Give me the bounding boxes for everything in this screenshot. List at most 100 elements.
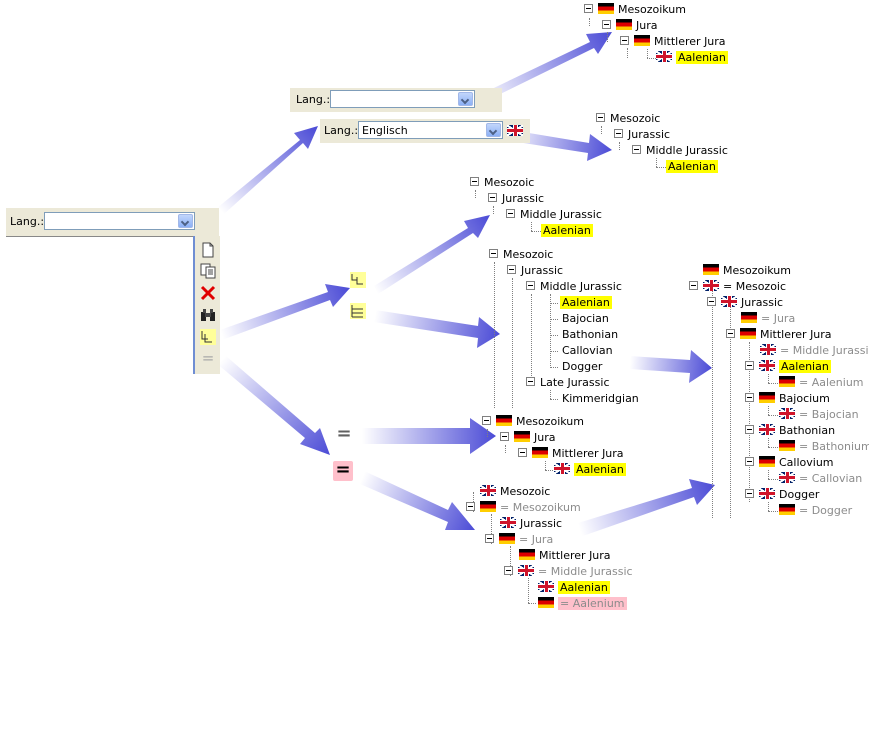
binoculars-find-icon[interactable]: [200, 307, 216, 323]
collapse-icon[interactable]: [489, 249, 498, 258]
tree-node[interactable]: Mittlerer Jura: [518, 447, 624, 461]
collapse-icon[interactable]: [584, 4, 593, 13]
collapse-icon[interactable]: [632, 145, 641, 154]
tree-node[interactable]: Aalenian: [560, 296, 612, 310]
tree-node[interactable]: Mesozoikum: [703, 264, 791, 278]
collapse-icon[interactable]: [504, 566, 513, 575]
node-label: Middle Jurassic: [646, 144, 728, 157]
collapse-icon[interactable]: [485, 534, 494, 543]
tree-node[interactable]: Kimmeridgian: [562, 392, 639, 406]
collapse-icon[interactable]: [602, 20, 611, 29]
collapse-icon[interactable]: [482, 416, 491, 425]
chevron-down-icon[interactable]: [178, 214, 193, 228]
node-label-highlighted: Aalenian: [666, 160, 718, 173]
tree-node[interactable]: Jura: [500, 431, 555, 445]
delete-icon[interactable]: [200, 285, 216, 301]
tree-node[interactable]: Dogger: [745, 488, 819, 502]
tree-node[interactable]: Bajocium: [745, 392, 830, 406]
collapse-icon[interactable]: [745, 361, 754, 370]
tree-node[interactable]: Mesozoic: [480, 485, 550, 499]
tree-node[interactable]: Aalenian: [538, 581, 610, 595]
collapse-icon[interactable]: [620, 36, 629, 45]
copy-icon[interactable]: [200, 263, 216, 279]
tree-node[interactable]: Middle Jurassic: [506, 208, 602, 222]
tree-node[interactable]: Mesozoikum: [584, 3, 686, 17]
main-lang-combo[interactable]: [44, 212, 195, 230]
top-lang-combo-empty[interactable]: [330, 90, 475, 108]
collapse-icon[interactable]: [745, 393, 754, 402]
collapse-icon[interactable]: [507, 265, 516, 274]
collapse-icon[interactable]: [726, 329, 735, 338]
tree-node[interactable]: Bathonian: [562, 328, 618, 342]
tree-node[interactable]: Aalenian: [656, 51, 728, 65]
collapse-icon[interactable]: [614, 129, 623, 138]
node-label: Bajocian: [562, 312, 609, 325]
tree-node[interactable]: = Dogger: [779, 504, 852, 518]
tree-node[interactable]: Middle Jurassic: [632, 144, 728, 158]
tree-line: [601, 126, 602, 134]
new-document-icon[interactable]: [200, 242, 216, 258]
collapse-icon[interactable]: [518, 448, 527, 457]
equals-icon[interactable]: =: [336, 423, 352, 444]
tree-node[interactable]: Mesozoic: [489, 248, 553, 262]
tree-node[interactable]: Aalenian: [666, 160, 718, 174]
collapse-icon[interactable]: [596, 113, 605, 122]
tree-expand-icon[interactable]: [350, 303, 366, 319]
tree-node[interactable]: Jurassic: [500, 517, 562, 531]
tree-node[interactable]: Jurassic: [614, 128, 670, 142]
tree-node[interactable]: Mesozoic: [596, 112, 660, 126]
top-lang-combo-english[interactable]: Englisch: [358, 121, 503, 139]
collapse-icon[interactable]: [526, 281, 535, 290]
collapse-icon[interactable]: [506, 209, 515, 218]
tree-node[interactable]: Callovium: [745, 456, 834, 470]
tree-node[interactable]: Bajocian: [562, 312, 609, 326]
tree-node[interactable]: = Aalenium: [538, 597, 627, 611]
chevron-down-icon[interactable]: [486, 123, 501, 137]
collapse-icon[interactable]: [689, 281, 698, 290]
tree-node[interactable]: = Callovian: [779, 472, 862, 486]
tree-node[interactable]: = Jura: [741, 312, 795, 326]
tree-node[interactable]: = Bajocian: [779, 408, 859, 422]
tree-node[interactable]: Callovian: [562, 344, 613, 358]
tree-node[interactable]: Aalenian: [541, 224, 593, 238]
equals-icon[interactable]: =: [201, 349, 215, 367]
tree-node[interactable]: Mesozoikum: [482, 415, 584, 429]
node-label: Middle Jurassic: [520, 208, 602, 221]
tree-node[interactable]: Jurassic: [707, 296, 783, 310]
de-flag-icon: [480, 501, 496, 512]
tree-node[interactable]: Jura: [602, 19, 657, 33]
tree-node[interactable]: Bathonian: [745, 424, 835, 438]
collapse-icon[interactable]: [745, 425, 754, 434]
collapse-icon[interactable]: [526, 377, 535, 386]
tree-node[interactable]: Aalenian: [554, 463, 626, 477]
tree-node[interactable]: = Mesozoic: [689, 280, 786, 294]
tree-node[interactable]: Mittlerer Jura: [519, 549, 611, 563]
tree-node[interactable]: = Mesozoikum: [466, 501, 581, 515]
tree-node[interactable]: Jurassic: [488, 192, 544, 206]
tree-node[interactable]: Late Jurassic: [526, 376, 610, 390]
collapse-icon[interactable]: [745, 489, 754, 498]
tree-node[interactable]: = Middle Jurassic: [760, 344, 869, 358]
collapse-icon[interactable]: [500, 432, 509, 441]
tree-node[interactable]: Mesozoic: [470, 176, 534, 190]
collapse-icon[interactable]: [488, 193, 497, 202]
node-label: Callovian: [562, 344, 613, 357]
tree-node[interactable]: Dogger: [562, 360, 602, 374]
collapse-icon[interactable]: [466, 502, 475, 511]
collapse-icon[interactable]: [707, 297, 716, 306]
collapse-icon[interactable]: [470, 177, 479, 186]
tree-node[interactable]: Jurassic: [507, 264, 563, 278]
chevron-down-icon[interactable]: [458, 92, 473, 106]
tree-collapse-icon[interactable]: [350, 272, 366, 288]
tree-node[interactable]: Aalenian: [745, 360, 831, 374]
tree-node[interactable]: Mittlerer Jura: [620, 35, 726, 49]
tree-node[interactable]: = Jura: [485, 533, 553, 547]
tree-node[interactable]: = Middle Jurassic: [504, 565, 633, 579]
tree-node[interactable]: = Bathonium: [779, 440, 869, 454]
tree-node[interactable]: Middle Jurassic: [526, 280, 622, 294]
collapse-icon[interactable]: [745, 457, 754, 466]
tree-collapse-icon[interactable]: [200, 329, 216, 345]
equals-highlighted-icon[interactable]: =: [333, 461, 353, 481]
tree-node[interactable]: Mittlerer Jura: [726, 328, 832, 342]
tree-node[interactable]: = Aalenium: [779, 376, 864, 390]
